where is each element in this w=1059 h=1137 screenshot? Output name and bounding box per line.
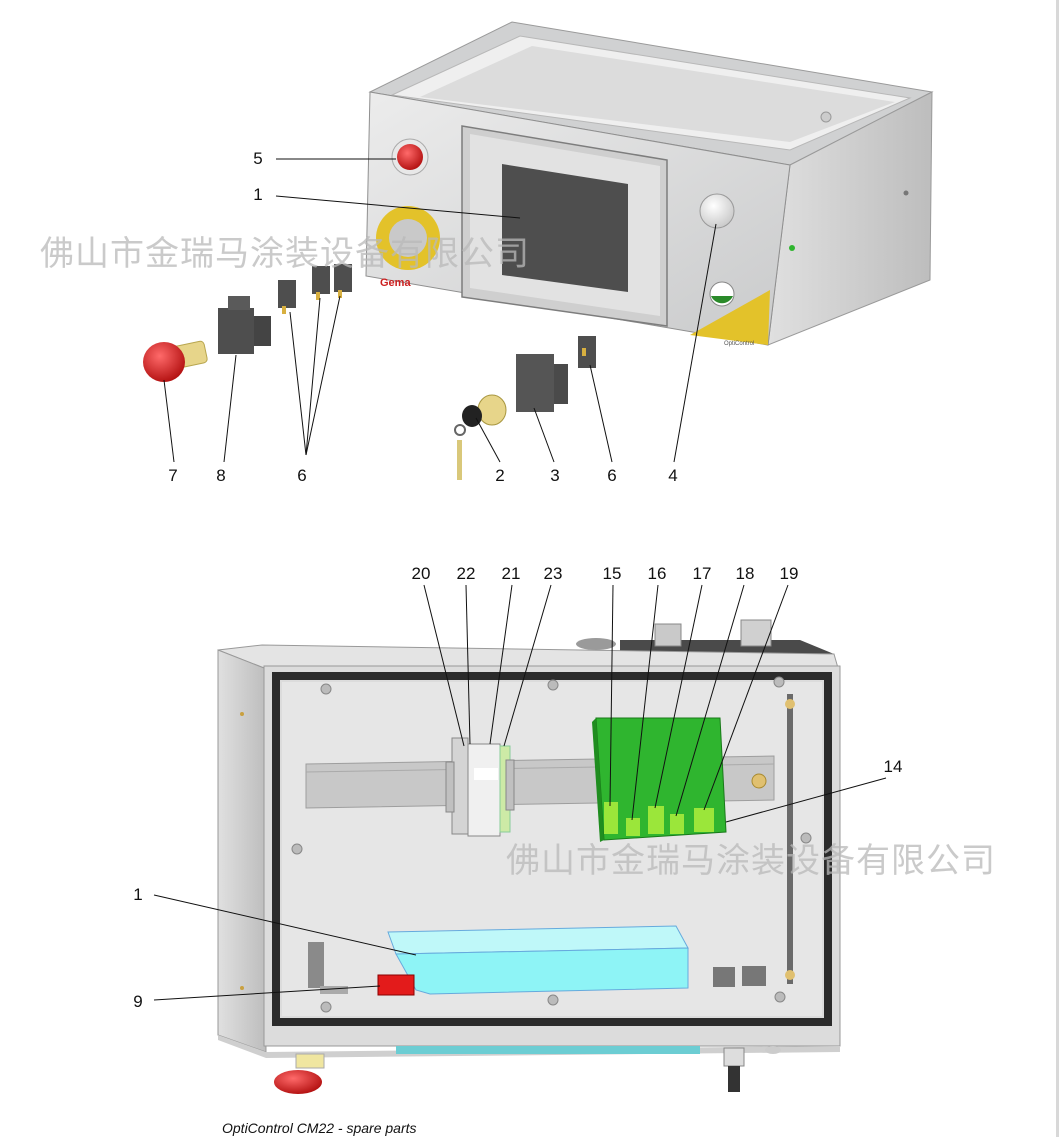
callout-14: 14 [884,757,903,776]
callout-20: 20 [412,564,431,583]
callout-2: 2 [495,466,504,485]
callout-6: 6 [297,466,306,485]
callout-21: 21 [502,564,521,583]
callout-8: 8 [216,466,225,485]
callout-18: 18 [736,564,755,583]
callout-5: 5 [253,149,262,168]
green-connector-block [592,717,727,842]
callout-9: 9 [133,992,142,1011]
contact-block-3 [516,354,568,412]
callout-22: 22 [457,564,476,583]
callout-23: 23 [544,564,563,583]
emergency-stop-button [143,340,208,382]
callout-1b: 1 [133,885,142,904]
callout-16: 16 [648,564,667,583]
figure-caption: OptiControl CM22 - spare parts [222,1120,417,1136]
callout-7: 7 [168,466,177,485]
callout-17: 17 [693,564,712,583]
watermark-bottom: 佛山市金瑞马涂装设备有限公司 [506,841,996,881]
leader-lines-top [163,158,717,463]
callout-15: 15 [603,564,622,583]
housing-bottom [218,1035,840,1094]
red-fuse-9 [377,974,415,996]
right-edge-divider [1056,0,1059,1137]
interior-small-parts [308,942,766,994]
key-switch [454,394,507,480]
callout-19: 19 [780,564,799,583]
callout-1: 1 [253,185,262,204]
callout-3: 3 [550,466,559,485]
terminal-blocks [445,737,515,837]
callout-6b: 6 [607,466,616,485]
controller-housing-top: Gema OptiControl [365,21,934,347]
contact-block-8 [218,296,271,354]
leader-lines-bottom [153,584,887,1001]
display-module [377,925,689,996]
product-label: OptiControl [724,341,754,347]
contact-elements-6 [278,264,352,314]
watermark-top: 佛山市金瑞马涂装设备有限公司 [40,234,530,274]
brand-label: Gema [380,277,411,289]
callout-4: 4 [668,466,677,485]
contact-element-6b [578,336,596,368]
